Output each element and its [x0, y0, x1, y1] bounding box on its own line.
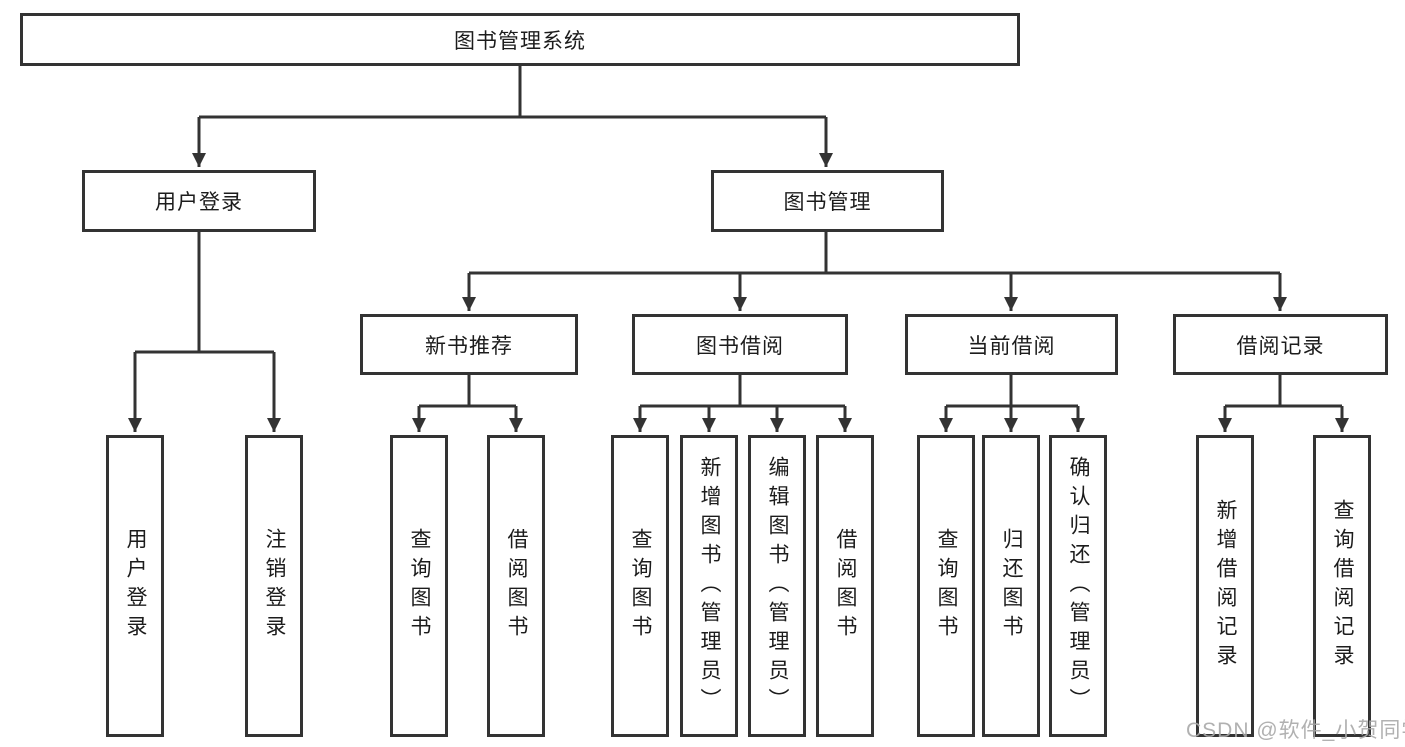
node-label: 新书推荐: [425, 334, 513, 358]
node-label: 图书借阅: [696, 334, 784, 358]
leaf-label: 注销登录: [263, 528, 286, 644]
node-book-management: 图书管理: [711, 170, 944, 232]
leaf-label: 新增图书（管理员）: [698, 455, 721, 717]
leaf-label: 查询图书: [935, 528, 958, 644]
leaf-query-books-recommend: 查询图书: [390, 435, 448, 737]
node-borrow-records: 借阅记录: [1173, 314, 1388, 375]
leaf-return-books: 归还图书: [982, 435, 1040, 737]
node-system-root: 图书管理系统: [20, 13, 1020, 66]
node-current-borrow: 当前借阅: [905, 314, 1118, 375]
watermark: CSDN @软件_小贺同学: [1186, 719, 1405, 742]
node-label: 用户登录: [155, 191, 243, 214]
leaf-label: 查询图书: [629, 528, 652, 644]
node-label: 图书管理: [783, 191, 872, 214]
leaf-add-books-admin: 新增图书（管理员）: [680, 435, 738, 737]
leaf-label: 查询图书: [408, 528, 431, 644]
node-user-login: 用户登录: [82, 170, 316, 232]
leaf-query-borrow-record: 查询借阅记录: [1313, 435, 1371, 737]
leaf-query-books-current: 查询图书: [917, 435, 975, 737]
leaf-logout: 注销登录: [245, 435, 303, 737]
leaf-label: 确认归还（管理员）: [1067, 455, 1090, 717]
leaf-label: 借阅图书: [505, 528, 528, 644]
node-label: 当前借阅: [967, 334, 1056, 358]
leaf-label: 新增借阅记录: [1214, 499, 1237, 673]
leaf-label: 借阅图书: [834, 528, 857, 644]
leaf-label: 查询借阅记录: [1331, 499, 1354, 673]
node-label: 图书管理系统: [454, 29, 586, 53]
leaf-borrow-books-recommend: 借阅图书: [487, 435, 545, 737]
leaf-user-login: 用户登录: [106, 435, 164, 737]
leaf-confirm-return-admin: 确认归还（管理员）: [1049, 435, 1107, 737]
node-book-borrow: 图书借阅: [632, 314, 848, 375]
leaf-label: 用户登录: [124, 528, 147, 644]
leaf-query-books-borrow: 查询图书: [611, 435, 669, 737]
leaf-borrow-books: 借阅图书: [816, 435, 874, 737]
leaf-add-borrow-record: 新增借阅记录: [1196, 435, 1254, 737]
node-label: 借阅记录: [1236, 334, 1325, 358]
node-new-book-recommend: 新书推荐: [360, 314, 578, 375]
leaf-label: 归还图书: [1000, 528, 1023, 644]
leaf-label: 编辑图书（管理员）: [766, 455, 789, 717]
leaf-edit-books-admin: 编辑图书（管理员）: [748, 435, 806, 737]
